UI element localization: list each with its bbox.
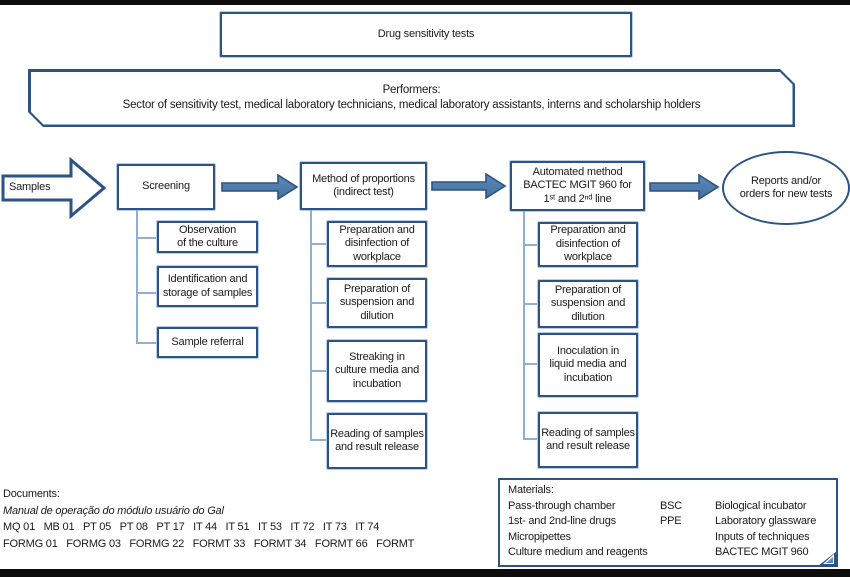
step-identification-storage: Identification and storage of samples [157,266,258,307]
title-label: Drug sensitivity tests [377,27,475,40]
connector-method-stub-1 [310,243,327,245]
step-label: Preparation and disinfection of workplac… [550,224,626,264]
materials-cell: Micropipettes [508,530,571,543]
step-label: Inoculation in liquid media and incubati… [549,344,627,384]
bottom-rule [0,569,850,577]
documents-block: Documents: Manual de operação do módulo … [3,486,414,552]
materials-cell: Laboratory glassware [715,515,817,528]
step-automated-reading: Reading of samples and result release [538,412,638,468]
arrow-automated-to-reports [649,174,720,200]
materials-cell [660,530,715,546]
stage-screening: Screening [117,164,215,210]
step-label: Preparation of suspension and dilution [550,283,626,323]
connector-screening-stub-1 [136,237,157,239]
top-rule [0,0,850,5]
step-automated-prep-suspension: Preparation of suspension and dilution [538,280,638,328]
step-sample-referral: Sample referral [157,327,258,358]
end-label: Reports and/or orders for new tests [739,174,833,201]
stage-automated-label: Automated method BACTEC MGIT 960 for 1ˢᵗ… [523,165,632,205]
materials-grid: Materials: Pass-through chamber BSC Biol… [508,483,830,561]
materials-cell: BSC [660,499,683,512]
end-ellipse: Reports and/or orders for new tests [722,151,850,225]
connector-automated-stub-4 [523,438,538,440]
documents-heading: Documents: [3,488,60,500]
documents-codes-line-2: FORMG 01 FORMG 03 FORMG 22 FORMT 33 FORM… [3,537,415,550]
materials-cell: BACTEC MGIT 960 [715,546,809,559]
documents-codes-line-1: MQ 01 MB 01 PT 05 PT 08 PT 17 IT 44 IT 5… [3,521,380,533]
samples-arrow-shape [1,157,107,219]
step-label: Preparation and disinfection of workplac… [339,223,415,263]
connector-method-stub-3 [310,370,327,372]
connector-screening-trunk [136,210,138,344]
step-automated-inoculation: Inoculation in liquid media and incubati… [538,333,638,397]
materials-cell: Biological incubator [715,499,807,512]
step-label: Sample referral [171,335,244,348]
connector-screening-stub-3 [136,342,157,344]
samples-label: Samples [9,181,51,193]
stage-method-label: Method of proportions (indirect test) [312,172,415,199]
materials-heading: Materials: [508,484,554,496]
connector-method-trunk [310,210,312,441]
connector-automated-stub-2 [523,303,538,305]
step-label: Identification and storage of samples [162,273,253,299]
materials-box: Materials: Pass-through chamber BSC Biol… [498,478,838,567]
title-box: Drug sensitivity tests [220,12,632,57]
materials-cell: 1st- and 2nd-line drugs [508,515,616,528]
step-label: Reading of samples and result release [330,427,424,454]
performers-label: Performers: Sector of sensitivity test, … [122,84,701,111]
performers-box-inner: Performers: Sector of sensitivity test, … [31,72,793,125]
materials-cell: Culture medium and reagents [508,546,648,559]
stage-screening-label: Screening [142,180,190,193]
step-label: Observation of the culture [177,223,238,250]
arrow-screening-to-method [221,174,299,200]
connector-method-stub-4 [310,439,327,441]
step-label: Streaking in culture media and incubatio… [334,350,420,390]
materials-cell [660,545,715,561]
stage-method-of-proportions: Method of proportions (indirect test) [300,162,427,210]
step-label: Preparation of suspension and dilution [339,282,415,322]
connector-automated-stub-1 [523,244,538,246]
step-method-streaking: Streaking in culture media and incubatio… [327,340,427,402]
materials-cell: Pass-through chamber [508,499,616,512]
performers-box: Performers: Sector of sensitivity test, … [28,69,795,127]
step-label: Reading of samples and result release [541,426,635,453]
step-method-reading: Reading of samples and result release [327,413,427,469]
step-method-prep-disinfection: Preparation and disinfection of workplac… [327,221,427,267]
connector-automated-stub-3 [523,363,538,365]
materials-cell: PPE [660,515,682,528]
arrow-method-to-automated [431,173,507,199]
connector-screening-stub-2 [136,292,157,294]
materials-cell: Inputs of techniques [715,530,810,543]
step-observation-of-culture: Observation of the culture [157,221,258,253]
documents-manual: Manual de operação do módulo usuário do … [3,504,224,517]
step-automated-prep-disinfection: Preparation and disinfection of workplac… [538,222,638,267]
page-fold-icon [818,551,837,566]
connector-method-stub-2 [310,302,327,304]
stage-automated-method: Automated method BACTEC MGIT 960 for 1ˢᵗ… [510,161,645,211]
step-method-prep-suspension: Preparation of suspension and dilution [327,278,427,328]
connector-automated-trunk [523,211,525,440]
